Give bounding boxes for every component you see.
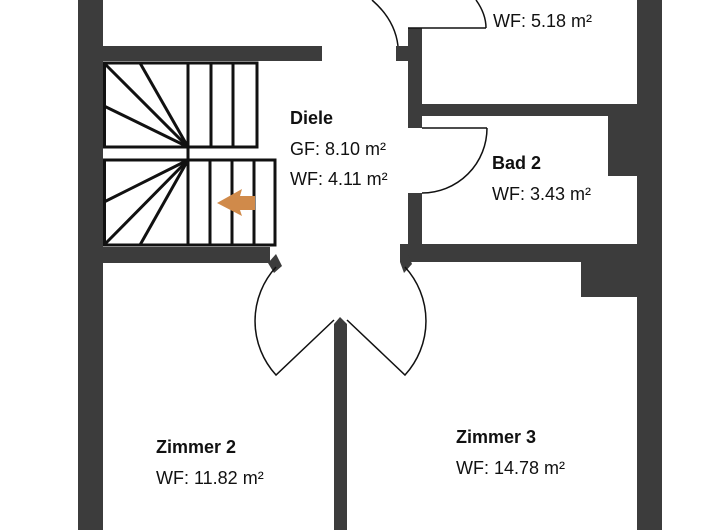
- wall-bad2-bottom: [400, 244, 637, 262]
- room-top-right-wf: WF: 5.18 m²: [493, 11, 593, 31]
- wall-bad2-top: [408, 104, 637, 116]
- room-diele-label: Diele GF: 8.10 m² WF: 4.11 m²: [290, 107, 388, 190]
- wall-right-outer: [637, 0, 662, 530]
- room-zimmer2-name: Zimmer 2: [156, 437, 237, 457]
- stairs: [102, 61, 277, 247]
- door-zimmer2: [254, 266, 335, 377]
- pillar-bad2: [608, 116, 637, 176]
- wall-left-outer: [78, 0, 103, 530]
- arrow-left-icon: [217, 189, 255, 216]
- pillar-zimmer3: [581, 262, 637, 297]
- room-bad2-name: Bad 2: [492, 153, 542, 173]
- wall-diele-right-lower: [408, 193, 422, 253]
- room-bad2-wf: WF: 3.43 m²: [492, 184, 592, 204]
- wall-door-stub-right: [400, 254, 412, 273]
- room-diele-name: Diele: [290, 108, 334, 128]
- wall-top-left-room: [103, 46, 322, 61]
- wall-door-stub-left: [268, 254, 282, 273]
- wall-stub: [396, 46, 408, 61]
- room-zimmer3-wf: WF: 14.78 m²: [456, 458, 566, 478]
- door-arc-top-left: [371, 0, 399, 47]
- door-arc-top-right: [475, 0, 487, 29]
- room-diele-gf: GF: 8.10 m²: [290, 139, 387, 159]
- wall-stairs-bottom: [103, 247, 270, 263]
- doors: [254, 0, 488, 377]
- room-zimmer2-label: Zimmer 2 WF: 11.82 m²: [156, 436, 264, 489]
- walls: [78, 0, 662, 530]
- door-zimmer3: [346, 266, 427, 377]
- door-arc-bad2: [421, 127, 488, 194]
- room-zimmer3-name: Zimmer 3: [456, 427, 537, 447]
- wall-zimmer-divider: [334, 317, 347, 530]
- room-top-right-label: WF: 5.18 m²: [493, 10, 592, 32]
- wall-diele-right-upper: [408, 28, 422, 128]
- room-diele-wf: WF: 4.11 m²: [290, 169, 388, 189]
- room-zimmer3-label: Zimmer 3 WF: 14.78 m²: [456, 426, 565, 479]
- room-bad2-label: Bad 2 WF: 3.43 m²: [492, 152, 591, 205]
- room-zimmer2-wf: WF: 11.82 m²: [156, 468, 264, 488]
